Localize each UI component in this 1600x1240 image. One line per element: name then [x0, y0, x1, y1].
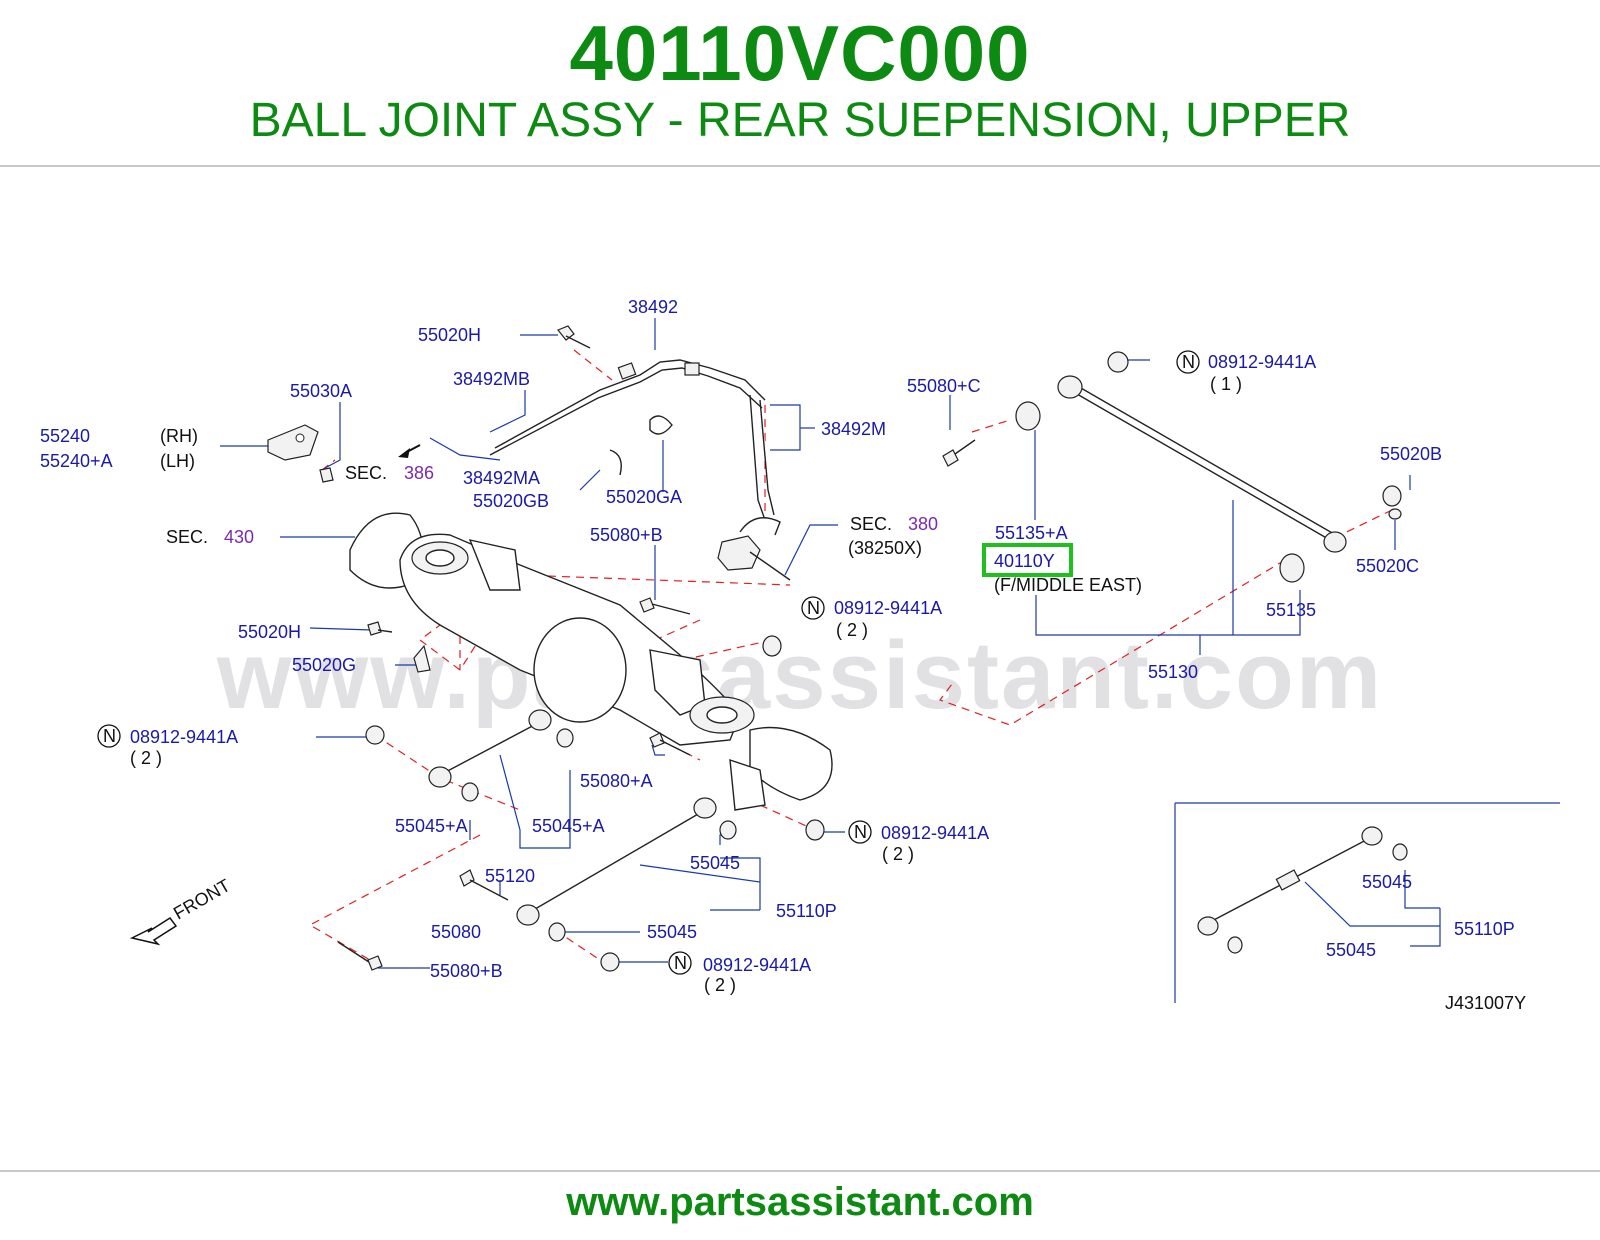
callout-08912-mid: 08912-9441A [834, 598, 942, 618]
nut-marker-right-letter: N [854, 822, 867, 842]
callout-40110Y: 40110Y [994, 551, 1055, 571]
lateral-rod-55110P [516, 797, 737, 972]
callout-38492: 38492 [628, 297, 678, 317]
callout-55080B-mid: 55080+B [590, 525, 663, 545]
sec-label-386: SEC. [345, 463, 387, 483]
parts-diagram: www.partsassistant.com [40, 297, 1560, 1013]
callouts: 38492 55020H 38492MB 55030A 55240 55240+… [40, 297, 1526, 1013]
qty-mid: ( 2 ) [836, 620, 868, 640]
qty-top: ( 1 ) [1210, 374, 1242, 394]
callout-08912-left: 08912-9441A [130, 727, 238, 747]
nut-right [805, 819, 825, 841]
arrow-sec-386 [398, 444, 421, 458]
callout-55020H-top: 55020H [418, 325, 481, 345]
callout-55120: 55120 [485, 866, 535, 886]
callout-55045A-1: 55045+A [395, 816, 468, 836]
header-divider [0, 165, 1600, 167]
qty-left: ( 2 ) [130, 748, 162, 768]
bolt-55020H-mid [367, 621, 393, 636]
nut-marker-top [1176, 350, 1200, 374]
callout-55020G: 55020G [292, 655, 356, 675]
nut-marker-mid-letter: N [807, 598, 820, 618]
bolt-55020H-top [557, 325, 591, 349]
qty-bottom: ( 2 ) [704, 975, 736, 995]
callout-55080: 55080 [431, 922, 481, 942]
sec-label-430: SEC. [166, 527, 208, 547]
upper-link-55130 [1015, 351, 1402, 583]
callout-55080A: 55080+A [580, 771, 653, 791]
nut-marker-left [97, 724, 121, 748]
side-lh-label: (LH) [160, 451, 195, 471]
region-note: (F/MIDDLE EAST) [994, 575, 1142, 595]
callout-55020GB: 55020GB [473, 491, 549, 511]
callout-38492MB: 38492MB [453, 369, 530, 389]
bolt-55080A [649, 732, 691, 756]
front-label: FRONT [170, 875, 234, 923]
side-rh-label: (RH) [160, 426, 198, 446]
nut-marker-bottom-letter: N [674, 953, 687, 973]
nut-marker-right [848, 820, 872, 844]
callout-55045-low: 55045 [647, 922, 697, 942]
callout-38250X: (38250X) [848, 538, 922, 558]
callout-55045-mid: 55045 [690, 853, 740, 873]
sec-number-430: 430 [224, 527, 254, 547]
footer-divider [0, 1170, 1600, 1172]
bolts-55080B-mid [639, 597, 691, 615]
callout-55020GA: 55020GA [606, 487, 682, 507]
inset-callout-55110P: 55110P [1454, 919, 1515, 939]
callout-55080B-bottom: 55080+B [430, 961, 503, 981]
watermark-text: www.partsassistant.com [216, 622, 1383, 729]
diagram-code: J431007Y [1445, 993, 1526, 1013]
bolt-55080C [942, 439, 976, 467]
inset-lateral-rod [1197, 826, 1408, 954]
sec-label-380: SEC. [850, 514, 892, 534]
callout-08912-right: 08912-9441A [881, 823, 989, 843]
callout-08912-top: 08912-9441A [1208, 352, 1316, 372]
header: 40110VC000 BALL JOINT ASSY - REAR SUEPEN… [0, 0, 1600, 168]
inset-callout-55045-top: 55045 [1362, 872, 1412, 892]
callout-55020H-mid: 55020H [238, 622, 301, 642]
callout-38492M: 38492M [821, 419, 886, 439]
bracket-55240 [267, 424, 334, 483]
bracket-55020G [413, 644, 431, 673]
footer-website-link[interactable]: www.partsassistant.com [566, 1180, 1034, 1224]
callout-55045A-2: 55045+A [532, 816, 605, 836]
nut-marker-mid [801, 596, 825, 620]
callout-55110P: 55110P [776, 901, 837, 921]
callout-08912-bottom: 08912-9441A [703, 955, 811, 975]
callout-55130: 55130 [1148, 662, 1198, 682]
nut-marker-bottom [668, 951, 692, 975]
wheel-speed-sensor [717, 517, 791, 581]
lower-link-55120 [365, 709, 574, 802]
callout-55240: 55240 [40, 426, 90, 446]
callout-38492MA: 38492MA [463, 468, 540, 488]
qty-right: ( 2 ) [882, 844, 914, 864]
callout-55020C: 55020C [1356, 556, 1419, 576]
part-number-title: 40110VC000 [569, 9, 1031, 97]
sec-number-386: 386 [404, 463, 434, 483]
rear-axle-housing [349, 512, 833, 811]
sec-number-380: 380 [908, 514, 938, 534]
callout-55020B: 55020B [1380, 444, 1442, 464]
inset-callout-55045-bottom: 55045 [1326, 940, 1376, 960]
part-description-title: BALL JOINT ASSY - REAR SUEPENSION, UPPER [249, 94, 1351, 147]
brake-hose-assembly [489, 359, 775, 521]
bolt-55080B-bottom [337, 941, 383, 971]
callout-55135A: 55135+A [995, 523, 1068, 543]
front-arrow [129, 916, 178, 946]
callout-55080C: 55080+C [907, 376, 981, 396]
callout-55240A: 55240+A [40, 451, 113, 471]
callout-55030A: 55030A [290, 381, 352, 401]
highlight-box-40110Y [982, 543, 1073, 577]
nut-mid [762, 635, 782, 657]
nut-marker-top-letter: N [1182, 352, 1195, 372]
nut-marker-left-letter: N [103, 726, 116, 746]
callout-55135: 55135 [1266, 600, 1316, 620]
bolt-55080 [459, 869, 509, 901]
